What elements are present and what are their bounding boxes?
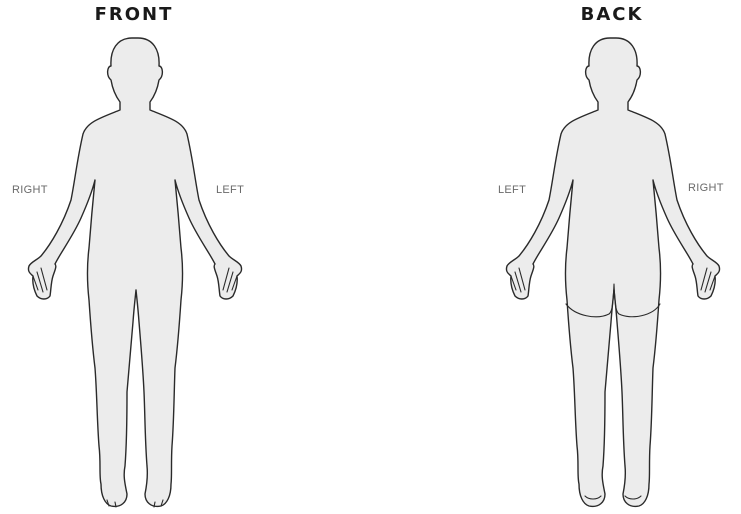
- front-body-outline: [28, 38, 241, 506]
- back-body-figure: [479, 0, 741, 514]
- front-body-figure: [0, 0, 270, 514]
- back-body-outline: [506, 38, 719, 506]
